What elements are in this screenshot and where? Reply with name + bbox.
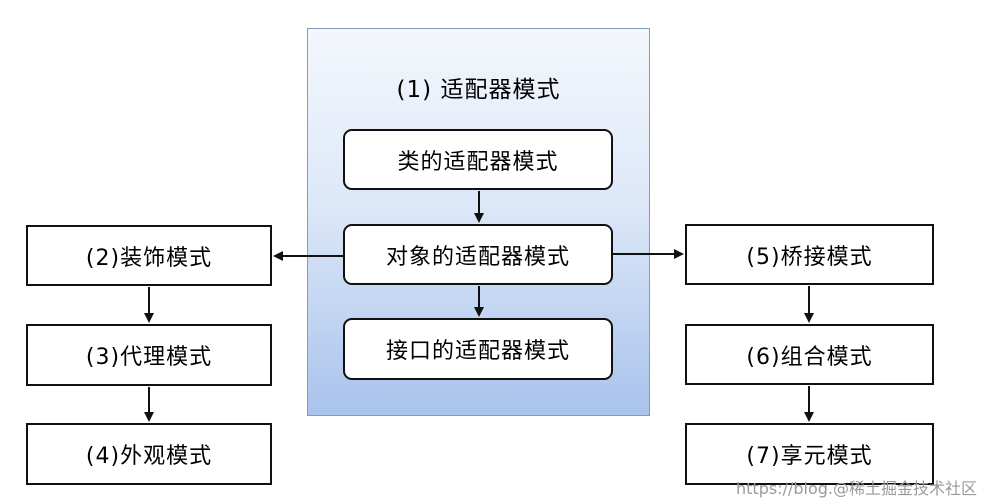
bridge-pattern-box: (5)桥接模式: [685, 224, 934, 285]
composite-pattern-box: (6)组合模式: [685, 324, 934, 385]
flyweight-pattern-box: (7)享元模式: [685, 423, 934, 485]
watermark-text: https://blog.@稀土掘金技术社区: [736, 479, 977, 498]
class-adapter-box: 类的适配器模式: [343, 129, 613, 190]
adapter-pattern-title: (1) 适配器模式: [396, 77, 561, 103]
interface-adapter-box: 接口的适配器模式: [343, 318, 613, 380]
facade-pattern-box: (4)外观模式: [26, 423, 272, 485]
proxy-pattern-box: (3)代理模式: [26, 324, 272, 386]
object-adapter-box: 对象的适配器模式: [343, 224, 613, 285]
decorator-pattern-box: (2)装饰模式: [26, 225, 272, 286]
